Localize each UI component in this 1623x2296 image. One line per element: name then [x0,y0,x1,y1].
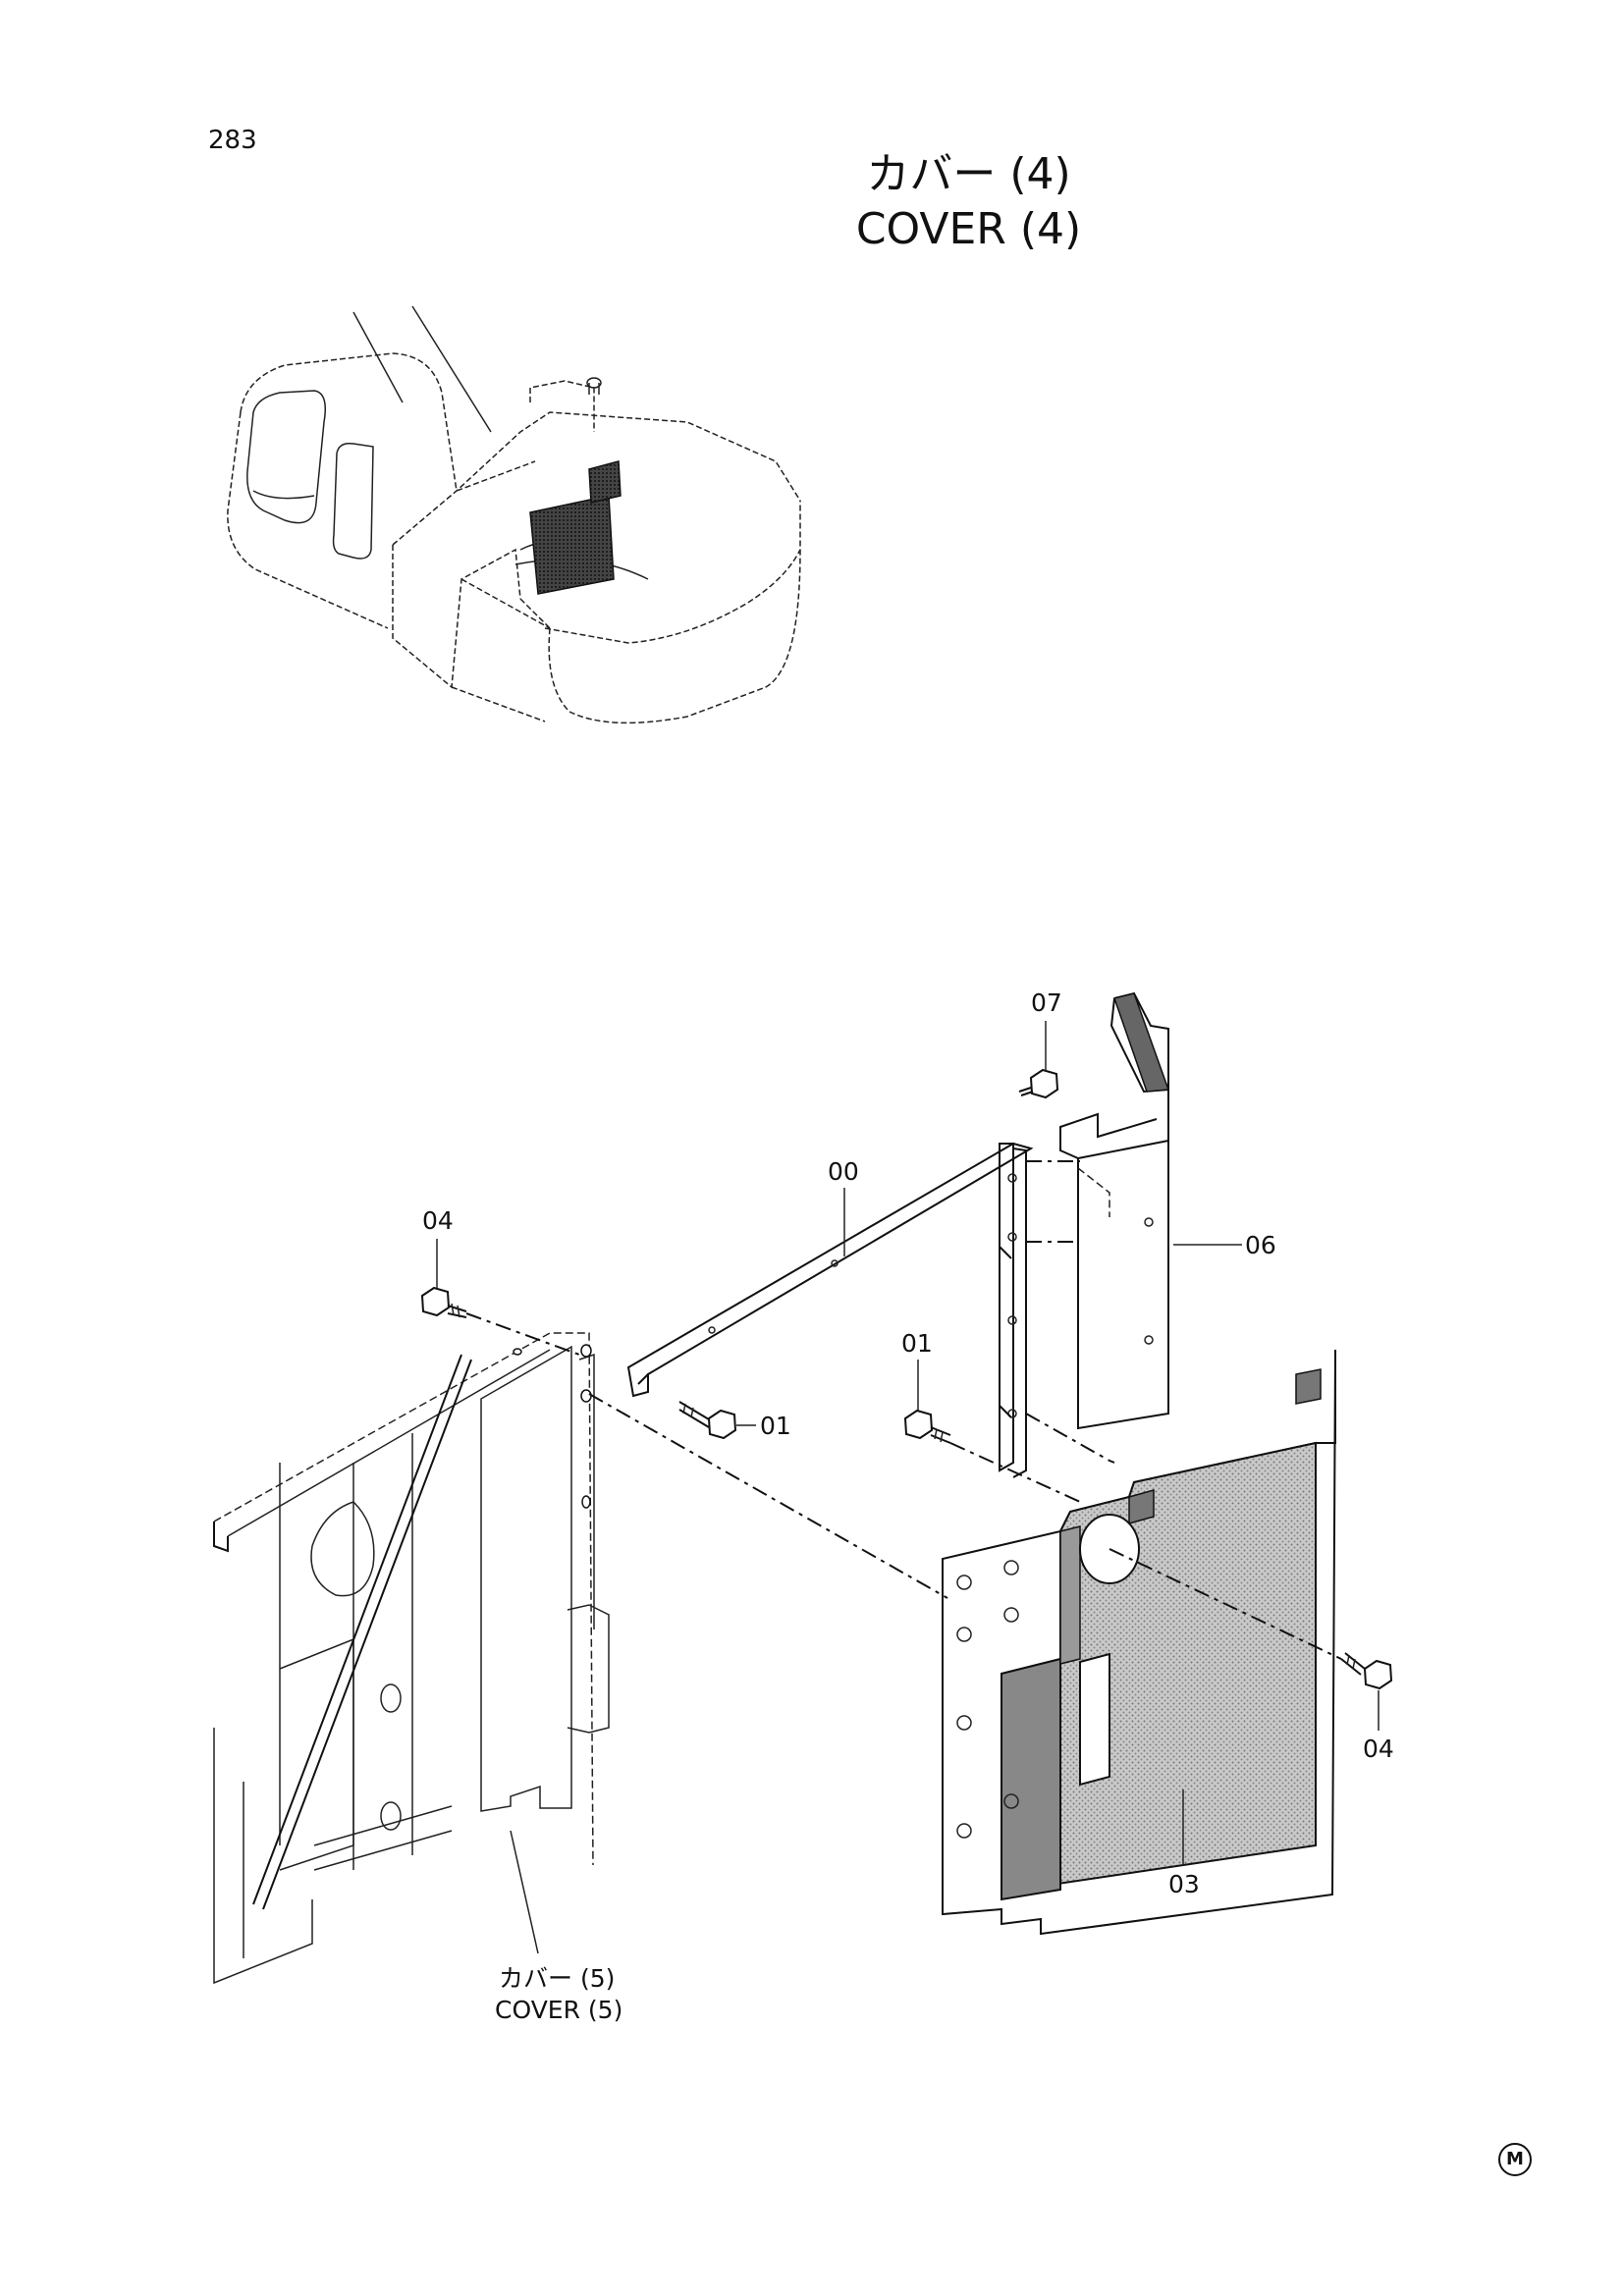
diagram-title: カバー (4) COVER (4) [0,147,1623,257]
part-03-cover-plate [942,1349,1336,1936]
callout-06: 06 [1245,1231,1276,1259]
part-00-bracket [626,1142,1034,1478]
plate-bolt-holes [956,1560,1019,1839]
bolt-04-right [1340,1652,1393,1690]
callout-01-mid: 01 [760,1412,791,1440]
callout-03: 03 [1168,1870,1200,1898]
callout-04-left: 04 [422,1206,454,1235]
title-japanese: カバー (4) [866,149,1071,199]
ref-label-jp: カバー (5) [499,1964,615,1993]
machine-overview [227,305,801,724]
leader-lines [436,1021,1380,1865]
bolt-01-mid [678,1401,737,1440]
callout-00: 00 [828,1157,859,1186]
callouts: 07 00 06 04 01 01 04 03 カバー (5) COVER (5… [422,988,1394,2024]
title-english: COVER (4) [855,204,1082,254]
ref-label-en: COVER (5) [495,1996,622,2024]
cover-5-frame [213,1332,610,1985]
bolt-04-left [420,1286,467,1318]
manufacturer-mark: M [1498,2143,1532,2176]
assembly-lines [465,1160,1342,1660]
callout-01-right: 01 [901,1329,933,1358]
part-06-side-cover [1059,991,1170,1430]
callout-07: 07 [1031,988,1062,1017]
callout-04-right: 04 [1363,1735,1394,1763]
bolt-01-right [903,1409,951,1444]
bolt-07 [1018,1068,1059,1099]
page-number: 283 [208,126,257,155]
